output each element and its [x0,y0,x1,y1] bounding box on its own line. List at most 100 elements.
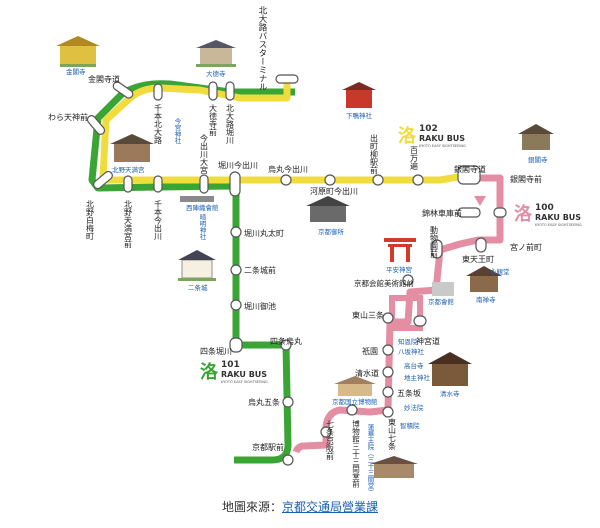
stop-label-okazaki: 京都会館美術館前 [354,278,414,288]
poi-label-kitano: 北野天满宫 [112,165,145,174]
stop-marker [275,74,299,84]
svg-text:洛: 洛 [514,203,533,225]
stop-label-kyoto-eki: 京都駅前 [252,442,284,452]
stop-label-karasuma-gojo: 烏丸五条 [248,397,280,407]
stop-marker [86,115,106,135]
stop-label-jodoji: 錦林車庫前 [422,208,462,218]
stop-label-horikawa-marutamachi: 堀川丸太町 [244,228,284,238]
route-lines [88,80,504,464]
poi-label-nijo-castle: 二条城 [188,283,208,292]
poi-label-kodaiji: 高台寺 [404,361,424,370]
stop-marker [346,404,358,416]
stop-marker [153,175,163,193]
stop-marker [123,175,133,193]
poi-label-kinkakuji: 金閣寺 [66,67,86,76]
route-101-line [88,80,295,464]
poi-label-daitokuji: 大德寺 [206,69,226,78]
stop-marker [229,171,241,197]
svg-text:KYOTO EASY SIGHTSEEING: KYOTO EASY SIGHTSEEING [419,144,466,148]
daitokuji-illustration [196,40,236,67]
stop-label-warabe: わら天神前 [48,112,88,122]
stop-label-kiyomizu-michi: 清水道 [355,368,379,378]
stop-label-shichijo-keihan: 七条京阪前 [326,420,335,461]
stop-label-shijo-horikawa: 四条堀川 [200,346,232,356]
route-100-arrow [474,196,486,206]
footer-source-link[interactable]: 京都交通局營業課 [282,500,379,514]
stop-marker [413,315,427,327]
stop-marker [402,274,414,286]
route-100-line [292,171,504,454]
map-source-footer: 地圖來源：京都交通局營業課 [0,498,600,515]
svg-text:RAKU BUS: RAKU BUS [535,213,581,222]
svg-text:洛: 洛 [200,361,219,383]
stop-marker [457,207,481,218]
poi-label-eikando: 永観堂 [490,267,510,276]
stop-marker [153,83,163,101]
stop-marker [431,239,443,259]
route-100-logo: 洛 100 RAKU BUS KYOTO EASY SIGHTSEEING [514,203,582,227]
stop-label-jingu-michi: 神宮道 [416,336,440,346]
stop-label-ginkakuji-michi: 銀閣寺道 [454,164,486,174]
stop-label-daitokuji: 大徳寺前 [209,103,218,137]
poi-label-seimei: 晴明神社 [198,213,206,242]
shimogamo-illustration [342,82,376,108]
poi-label-sanjusangen: 蓮華王院（三十三間堂） [366,423,374,496]
stop-label-higashiyama-sanjo: 東山三条 [352,310,384,320]
stop-label-ginkakuji-mae: 銀閣寺前 [510,174,542,184]
stop-label-karasuma-imadegawa: 烏丸今出川 [268,164,308,174]
stop-marker [112,81,134,99]
stop-label-horikawa-oike: 堀川御池 [244,301,276,311]
stop-marker [382,386,394,398]
stop-marker [457,165,481,185]
route-102-line [99,80,470,184]
museum-illustration [334,376,376,396]
stop-label-hyakumanben: 百万遍 [410,146,419,171]
stop-marker [208,81,218,101]
poi-label-nanzenji: 南禅寺 [476,295,496,304]
svg-text:洛: 洛 [398,125,417,147]
stop-marker [280,339,292,351]
stop-label-gojozaka: 五条坂 [397,388,421,398]
stop-label-dobutsuen: 動物園前 [430,226,439,259]
stop-label-higashitenno: 東天王町 [462,254,494,264]
nanzenji-illustration [466,266,502,292]
stop-label-senbon-kitaoji: 千本北大路 [154,103,163,144]
footer-prefix: 地圖來源： [221,500,282,514]
poi-label-kiyomizu: 清水寺 [440,389,460,398]
stop-marker [382,406,394,418]
poi-label-chionin: 知恩院 [398,337,418,346]
kinkakuji-illustration [56,36,100,67]
okazaki-illustration [432,282,454,296]
stop-marker [230,299,242,311]
stop-marker [382,312,394,324]
svg-text:KYOTO EASY SIGHTSEEING: KYOTO EASY SIGHTSEEING [221,380,268,384]
stop-label-miyanomae: 宮ノ前町 [510,242,542,252]
poi-label-yasaka: 八坂神社 [398,347,425,356]
stop-marker [372,174,384,186]
svg-text:KYOTO EASY SIGHTSEEING: KYOTO EASY SIGHTSEEING [535,223,582,227]
poi-label-heian: 平安神宮 [386,265,412,274]
poi-label-imamiya: 今宮神社 [173,117,181,146]
stop-label-demachi: 出町柳駅前 [370,133,379,175]
stop-label-shijo-karasuma: 四条烏丸 [270,336,302,346]
stop-label-hakubutsukan: 博物館三十三間堂前 [351,419,360,489]
stop-label-higashiyama-shichijo: 東山七条 [388,417,397,450]
gosho-illustration [306,196,350,222]
svg-text:101: 101 [221,360,240,370]
kiyomizu-illustration [428,352,472,386]
poi-label-jishu: 地主神社 [404,373,431,382]
stop-label-kitaoji-horikawa: 北大路堀川 [226,104,235,144]
kitano-illustration [110,134,154,162]
poi-label-miyako-messe: 京都會館 [428,297,455,306]
route-101-logo: 洛 101 RAKU BUS KYOTO EASY SIGHTSEEING [200,360,268,384]
stop-marker [282,454,294,466]
stop-marker [412,174,424,186]
poi-label-ginkaku: 銀閣寺 [528,155,548,164]
stop-label-nijojo: 二条城前 [244,265,276,275]
stop-marker [475,237,487,253]
poi-label-chishakuin: 智積院 [400,421,420,430]
stop-label-kitano-tenmangu: 北野天満宮前 [124,200,133,249]
stop-marker [93,170,113,190]
stop-label-senbon-imadegawa: 千本今出川 [154,199,163,240]
